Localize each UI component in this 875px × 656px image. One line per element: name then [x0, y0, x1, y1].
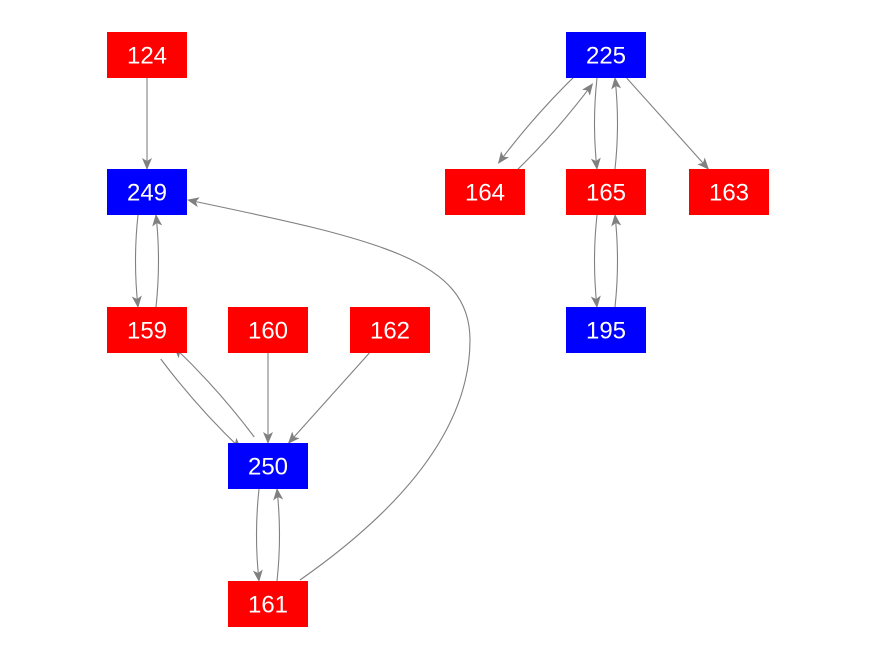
- node-label: 249: [127, 180, 167, 207]
- node-124[interactable]: 124: [107, 32, 187, 78]
- node-label: 159: [127, 318, 167, 345]
- node-164[interactable]: 164: [445, 169, 525, 215]
- node-165[interactable]: 165: [566, 169, 646, 215]
- node-box: [228, 443, 308, 489]
- node-box: [566, 32, 646, 78]
- node-label: 165: [586, 180, 626, 207]
- node-box: [350, 307, 430, 353]
- node-box: [689, 169, 769, 215]
- edge-165-to-195: [590, 214, 601, 308]
- node-label: 163: [709, 180, 749, 207]
- node-label: 225: [586, 43, 626, 70]
- node-160[interactable]: 160: [228, 307, 308, 353]
- node-225[interactable]: 225: [566, 32, 646, 78]
- edges-layer: [131, 71, 710, 582]
- edge-161-to-250: [273, 488, 284, 582]
- edge-250-to-161: [252, 488, 263, 582]
- node-box: [566, 169, 646, 215]
- edge-225-to-164: [497, 71, 580, 164]
- nodes-layer: 124 249 159 160 162 250 161 225 164 165 163 195: [107, 32, 769, 627]
- edge-159-to-249: [152, 214, 163, 308]
- node-box: [107, 307, 187, 353]
- node-249[interactable]: 249: [107, 169, 187, 215]
- edge-225-to-165: [590, 77, 601, 170]
- node-box: [566, 307, 646, 353]
- node-label: 164: [465, 180, 505, 207]
- node-box: [107, 32, 187, 78]
- edge-225-to-163: [626, 77, 710, 170]
- node-label: 162: [370, 318, 410, 345]
- edge-162-to-250: [287, 352, 370, 444]
- node-label: 161: [248, 592, 288, 619]
- edge-165-to-225: [611, 77, 622, 170]
- edge-164-to-225: [511, 83, 594, 176]
- node-label: 160: [248, 318, 288, 345]
- node-label: 124: [127, 43, 167, 70]
- edge-161-to-249: [187, 197, 471, 581]
- node-159[interactable]: 159: [107, 307, 187, 353]
- node-195[interactable]: 195: [566, 307, 646, 353]
- node-250[interactable]: 250: [228, 443, 308, 489]
- node-161[interactable]: 161: [228, 581, 308, 627]
- node-box: [228, 581, 308, 627]
- node-163[interactable]: 163: [689, 169, 769, 215]
- edge-250-to-159: [173, 346, 255, 438]
- node-label: 195: [586, 318, 626, 345]
- node-box: [107, 169, 187, 215]
- edge-159-to-250: [160, 358, 242, 450]
- edge-249-to-159: [131, 214, 142, 308]
- node-162[interactable]: 162: [350, 307, 430, 353]
- edge-195-to-165: [611, 214, 622, 308]
- node-label: 250: [248, 454, 288, 481]
- node-box: [228, 307, 308, 353]
- node-box: [445, 169, 525, 215]
